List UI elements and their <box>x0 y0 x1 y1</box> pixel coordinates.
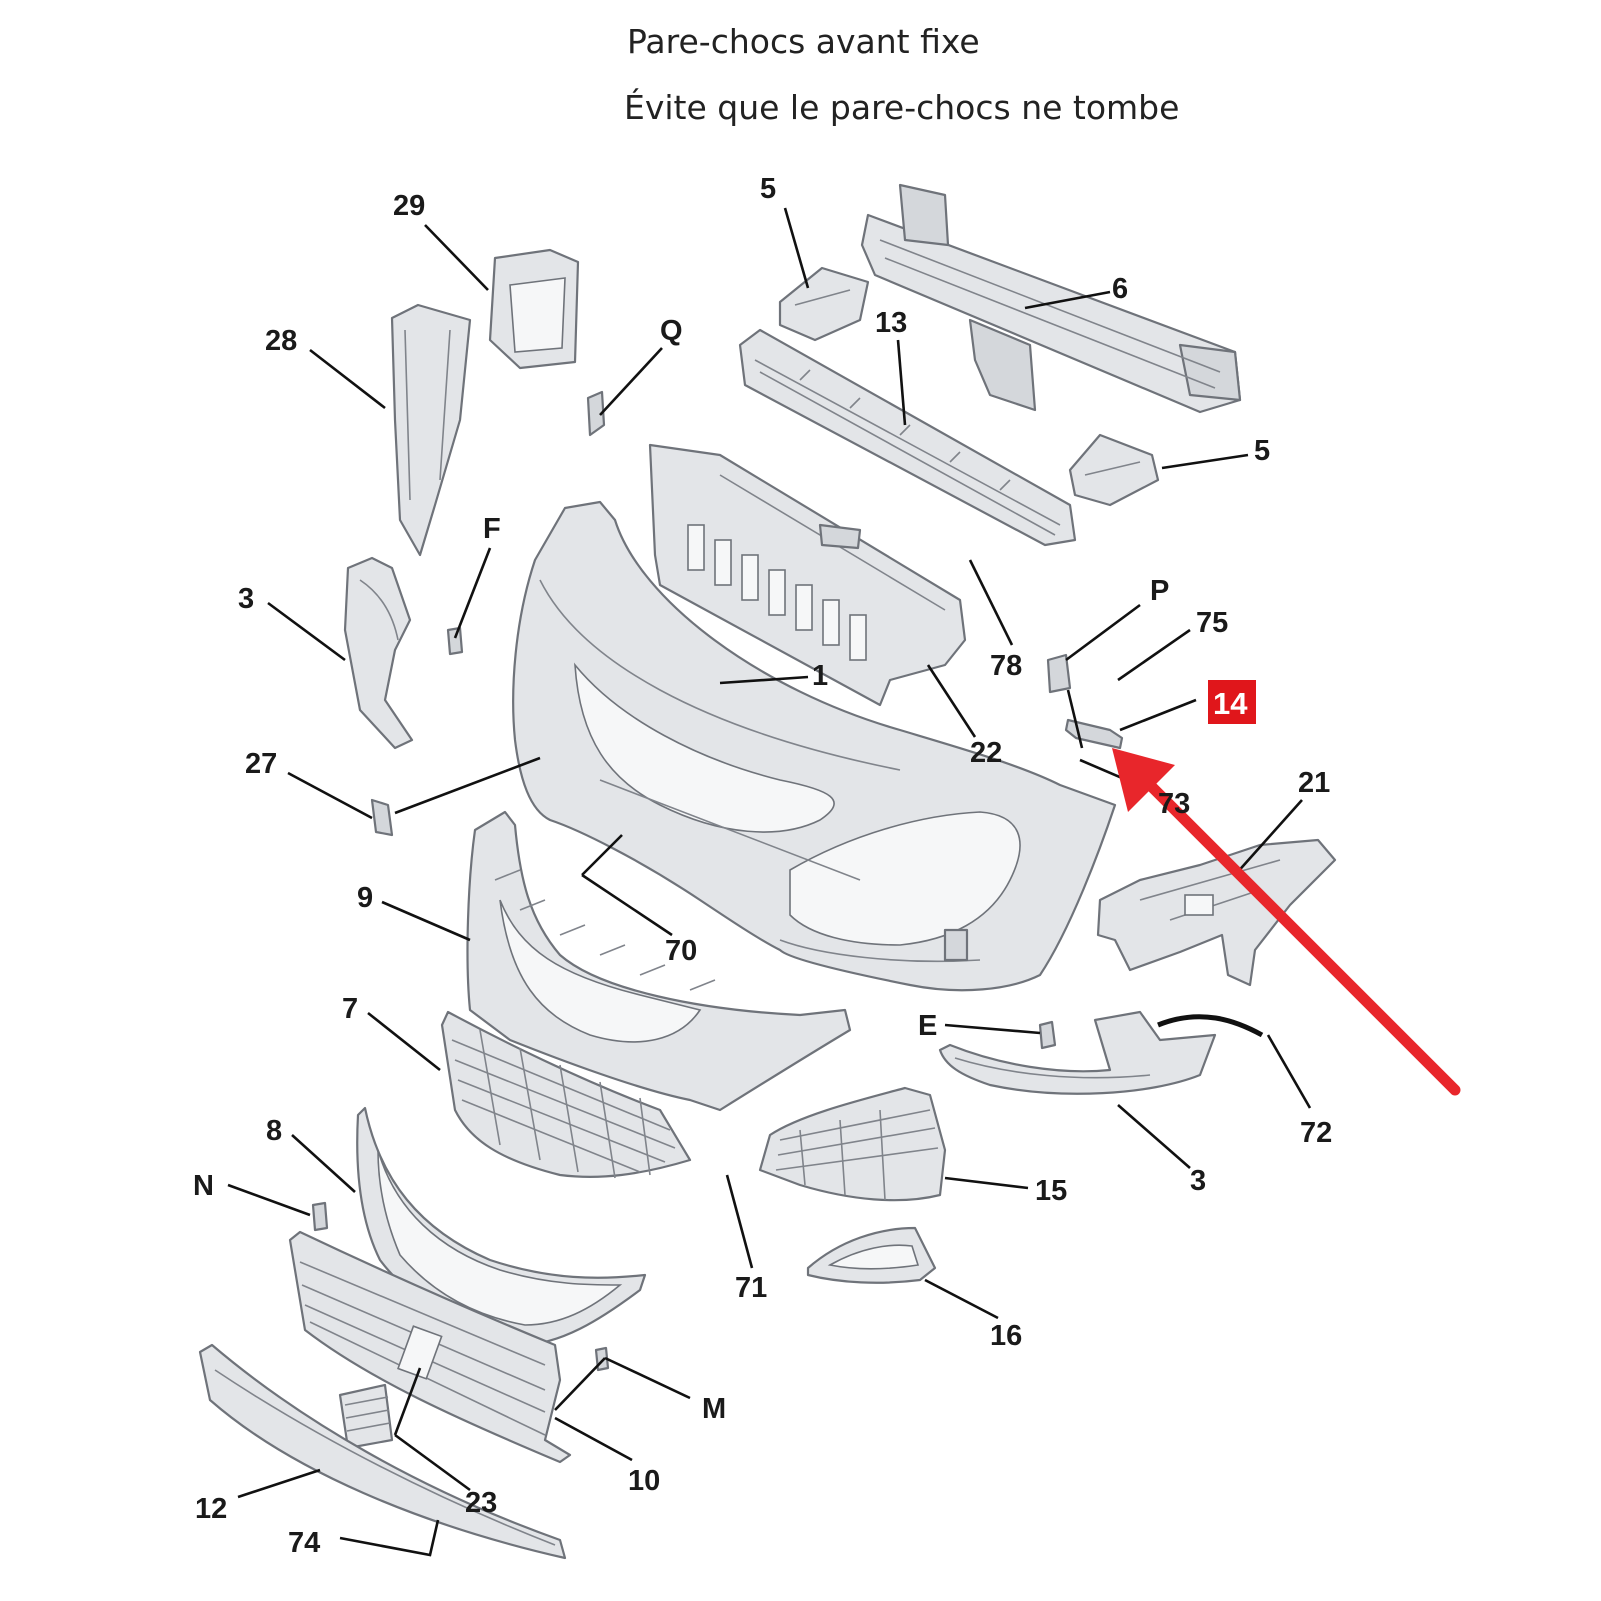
part-3-left-bracket <box>343 556 414 750</box>
part-29-air-duct <box>488 248 580 370</box>
label-72: 72 <box>1300 1117 1332 1149</box>
label-15: 15 <box>1035 1175 1067 1207</box>
part-1-bumper-cover <box>512 500 1117 992</box>
label-3-right: 3 <box>1190 1165 1206 1197</box>
label-73: 73 <box>1158 788 1190 820</box>
label-16: 16 <box>990 1320 1022 1352</box>
caption-line-2: Évite que le pare-chocs ne tombe <box>624 88 1180 127</box>
part-8-lower-frame <box>356 1106 647 1347</box>
label-78: 78 <box>990 650 1022 682</box>
part-27-clip <box>370 798 394 837</box>
part-13-absorber <box>738 328 1077 547</box>
label-5-right: 5 <box>1254 435 1270 467</box>
part-5-upper-bracket <box>778 266 870 342</box>
label-22: 22 <box>970 737 1002 769</box>
part-n-clip <box>311 1201 329 1232</box>
label-14-highlighted: 14 <box>1213 686 1248 721</box>
part-7-grille-mesh <box>440 1010 692 1179</box>
label-1: 1 <box>812 660 828 692</box>
part-22-upper-support <box>648 443 967 707</box>
label-74: 74 <box>288 1527 320 1559</box>
label-29: 29 <box>393 190 425 222</box>
part-p-clip <box>1046 653 1072 694</box>
label-e: E <box>918 1010 937 1042</box>
label-9: 9 <box>357 882 373 914</box>
caption-line-1: Pare-chocs avant fixe <box>627 22 980 61</box>
label-27: 27 <box>245 748 277 780</box>
part-12-lower-spoiler <box>198 1343 567 1560</box>
part-72-strip <box>1157 1014 1264 1038</box>
part-16-fog-trim <box>806 1226 937 1284</box>
label-10: 10 <box>628 1465 660 1497</box>
label-71: 71 <box>735 1272 767 1304</box>
part-15-fog-grille <box>758 1086 947 1202</box>
part-21-right-bracket <box>1096 838 1337 987</box>
leader-lines <box>227 207 1312 1557</box>
part-28-side-duct <box>390 303 472 557</box>
highlight-box <box>1208 680 1256 724</box>
part-23-grille-insert <box>338 1383 394 1450</box>
label-13: 13 <box>875 307 907 339</box>
label-8: 8 <box>266 1115 282 1147</box>
part-f-clip <box>446 626 464 656</box>
part-5-lower-bracket <box>1068 433 1160 507</box>
part-3-right-lower-trim <box>938 1010 1217 1095</box>
label-28: 28 <box>265 325 297 357</box>
label-75: 75 <box>1196 607 1228 639</box>
label-70: 70 <box>665 935 697 967</box>
callout-labels: 29 5 6 28 Q 13 5 3 F 78 P 75 14 1 22 27 … <box>193 173 1332 1559</box>
label-m: M <box>702 1393 726 1425</box>
label-7: 7 <box>342 993 358 1025</box>
part-14-fixing-bracket <box>1064 718 1124 750</box>
label-6: 6 <box>1112 273 1128 305</box>
label-23: 23 <box>465 1487 497 1519</box>
label-p: P <box>1150 575 1169 607</box>
part-9-grille-frame <box>466 810 852 1112</box>
part-q-clip <box>586 390 606 437</box>
label-3-left: 3 <box>238 583 254 615</box>
label-5-top: 5 <box>760 173 776 205</box>
label-n: N <box>193 1170 214 1202</box>
part-10-lower-grille <box>288 1230 572 1464</box>
label-21: 21 <box>1298 767 1330 799</box>
label-f: F <box>483 513 501 545</box>
highlight-arrow <box>1112 748 1461 1096</box>
label-12: 12 <box>195 1493 227 1525</box>
part-6-reinforcement-beam <box>860 183 1242 414</box>
part-e-clip <box>1038 1020 1057 1050</box>
label-q: Q <box>660 315 683 347</box>
